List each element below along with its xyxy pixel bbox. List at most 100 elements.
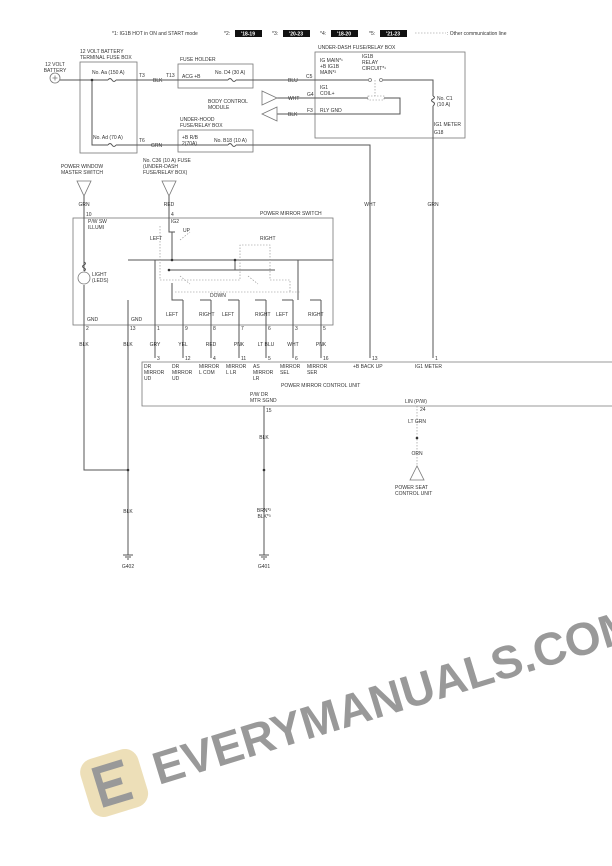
label-acg: ACG +B <box>182 74 201 80</box>
label-sw-r2: RIGHT <box>255 312 271 318</box>
under-dash-fuse-relay-box <box>314 51 466 139</box>
watermark-text: EVERYMANUALS.COM <box>146 597 612 794</box>
label-sp5: 5 <box>323 326 326 332</box>
fuse-d4-icon <box>227 78 237 82</box>
label-sw-l3: LEFT <box>276 312 288 318</box>
label-underdash: UNDER-DASH FUSE/RELAY BOX <box>318 45 396 51</box>
label-t-lcom: MIRROR <box>199 364 220 370</box>
legend-note-4-badge <box>331 30 358 37</box>
label-down: DOWN <box>210 293 226 299</box>
label-g4: G4 <box>307 92 314 98</box>
power-mirror-control-unit-box <box>141 361 612 407</box>
label-pin10: 10 <box>86 212 92 218</box>
label-relay: CIRCUIT*¹ <box>362 66 386 72</box>
light-resistor-icon <box>82 261 86 272</box>
label-c-yel: YEL <box>178 342 188 348</box>
legend-note-3-badge <box>283 30 310 37</box>
label-pw-illumi: P/W SW <box>88 219 107 225</box>
label-gnd2: GND <box>131 317 143 323</box>
label-sp6: 6 <box>268 326 271 332</box>
label-fuse-holder: FUSE HOLDER <box>180 57 216 63</box>
label-sgnd: MTR SGND <box>250 398 277 404</box>
label-t-backup: +B BACK UP <box>353 364 383 370</box>
switch-internal-common <box>169 260 299 301</box>
label-brb: 2(70A) <box>182 141 197 147</box>
label-c-wht: WHT <box>287 342 298 348</box>
legend-note-3-key: *3: <box>272 31 278 37</box>
fuse-aa-icon <box>107 78 117 82</box>
power-mirror-switch-box <box>72 217 334 326</box>
legend-note-4-key: *4: <box>320 31 326 37</box>
label-ig-main: MAIN*² <box>320 70 336 76</box>
label-t3: T3 <box>139 73 145 79</box>
label-battery: 12 VOLT <box>45 62 65 68</box>
label-lin: LIN (P/W) <box>405 399 427 405</box>
wire-ig1-meter <box>383 79 434 358</box>
wire-illumination-gnd <box>83 200 128 471</box>
legend-note-1: *1: IG1B HOT in ON and START mode <box>112 31 198 37</box>
label-c36: FUSE/RELAY BOX) <box>143 170 188 176</box>
label-left-top: LEFT <box>150 236 162 242</box>
label-g402: G402 <box>122 564 134 570</box>
bcm-output-triangle-icon <box>261 90 278 106</box>
label-seat-unit: CONTROL UNIT <box>395 491 432 497</box>
switch-dashed-linkage <box>159 226 300 293</box>
fuse-icons <box>107 78 435 147</box>
label-t-dr-ud1: UD <box>144 376 152 382</box>
legend-note-4-value: '18-20 <box>337 32 351 38</box>
ground-g401-icon <box>259 554 269 560</box>
label-g401: G401 <box>258 564 270 570</box>
label-sp9: 9 <box>185 326 188 332</box>
label-c-gry: GRY <box>150 342 161 348</box>
label-ig1-meter-top: IG1 METER <box>434 122 461 128</box>
label-t-as: AS <box>253 364 260 370</box>
ground-g402-icon <box>123 554 133 560</box>
label-t-llr: MIRROR <box>226 364 247 370</box>
label-t13: T13 <box>166 73 175 79</box>
label-sw-l2: LEFT <box>222 312 234 318</box>
fuse-holder-box <box>177 63 254 89</box>
label-blu: BLU <box>288 78 298 84</box>
label-c36: (UNDER-DASH <box>143 164 178 170</box>
wires <box>60 79 434 555</box>
label-t-dr-ud2: DR <box>172 364 180 370</box>
label-ltgrn: LT GRN <box>408 419 426 425</box>
c36-fuse-connector-icon <box>161 180 177 197</box>
label-underhood: UNDER-HOOD <box>180 117 215 123</box>
label-up1: 1 <box>435 356 438 362</box>
bcm-input-triangle-icon <box>261 106 278 122</box>
label-orn: ORN <box>411 451 423 457</box>
label-bcm: BODY CONTROL <box>208 99 248 105</box>
label-batt-fuse-box: 12 VOLT BATTERY <box>80 49 124 55</box>
label-blk2: BLK <box>288 112 298 118</box>
label-sw-r3: RIGHT <box>308 312 324 318</box>
battery-terminal-fuse-box <box>79 61 138 154</box>
label-red1: RED <box>164 202 175 208</box>
legend-note-2-value: '18-19 <box>241 32 255 38</box>
under-hood-fuse-relay-box <box>177 129 254 153</box>
label-underhood: FUSE/RELAY BOX <box>180 123 223 129</box>
label-up4: 4 <box>213 356 216 362</box>
label-t-dr-ud1: DR <box>144 364 152 370</box>
fuse-b18-icon <box>227 143 237 147</box>
label-grn1: GRN <box>151 143 163 149</box>
label-pin4top: 4 <box>171 212 174 218</box>
wire-grn-wht-backup <box>91 80 371 358</box>
label-up11: 11 <box>241 356 246 362</box>
label-t-ig1: IG1 METER <box>415 364 442 370</box>
label-sw-r1: RIGHT <box>199 312 215 318</box>
label-t-lcom: L COM <box>199 370 215 376</box>
label-t6: T6 <box>139 138 145 144</box>
legend-note-5-badge <box>380 30 407 37</box>
legend-note-5-value: '21-23 <box>386 32 400 38</box>
label-light: (LEDS) <box>92 278 109 284</box>
label-ig-main: IG MAIN*¹ <box>320 58 343 64</box>
label-pw-master: POWER WINDOW <box>61 164 103 170</box>
label-pw-illumi: ILLUMI <box>88 225 104 231</box>
label-seat-unit: POWER SEAT <box>395 485 428 491</box>
label-c-pnk2: PNK <box>316 342 327 348</box>
legend-note-5-key: *5: <box>369 31 375 37</box>
legend-note-3-value: '20-23 <box>289 32 303 38</box>
